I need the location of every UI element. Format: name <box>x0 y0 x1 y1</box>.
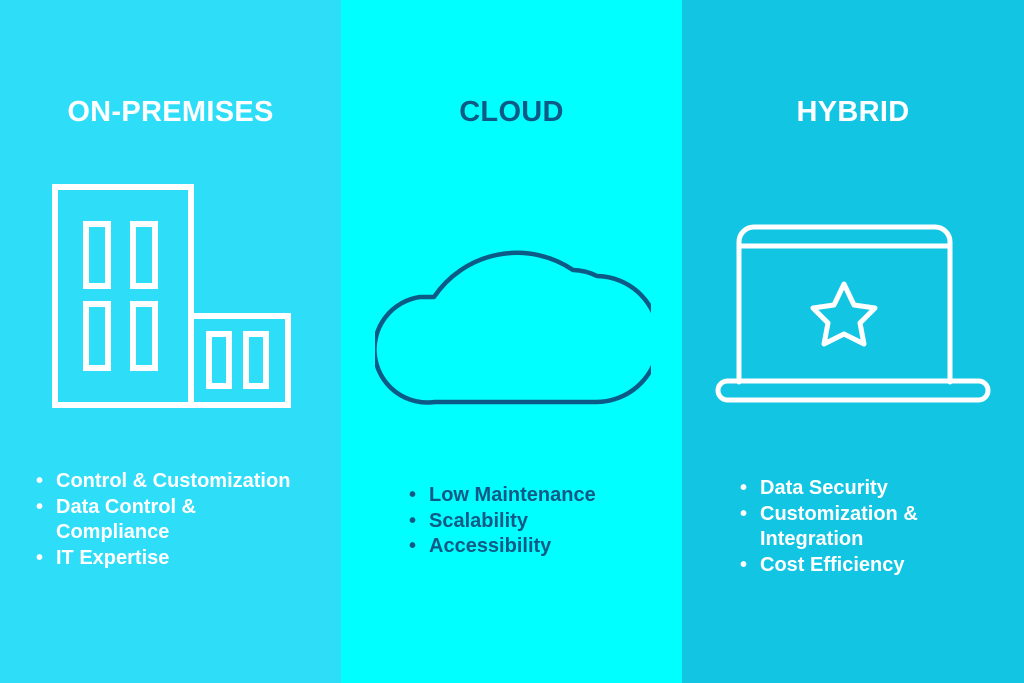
list-item: Data Security <box>738 476 960 502</box>
laptop-star-icon <box>715 224 991 403</box>
column-on-premises: ON-PREMISES Control & Customization Data… <box>0 0 341 683</box>
list-item: IT Expertise <box>34 546 290 572</box>
list-item: Customization & Integration <box>738 502 960 553</box>
list-item: Cost Efficiency <box>738 553 960 579</box>
list-item: Accessibility <box>407 534 596 560</box>
column-cloud: CLOUD Low Maintenance Scalability Access… <box>341 0 682 683</box>
column-hybrid: HYBRID Data Security Customization & Int… <box>682 0 1024 683</box>
list-item: Control & Customization <box>34 469 290 495</box>
feature-list: Low Maintenance Scalability Accessibilit… <box>407 483 596 560</box>
list-item: Scalability <box>407 509 596 535</box>
column-title: CLOUD <box>459 96 564 128</box>
feature-list: Control & Customization Data Control & C… <box>34 469 290 571</box>
column-title: ON-PREMISES <box>67 96 274 128</box>
list-item: Low Maintenance <box>407 483 596 509</box>
cloud-icon <box>375 250 651 405</box>
feature-list: Data Security Customization & Integratio… <box>738 476 960 578</box>
column-title: HYBRID <box>796 96 910 128</box>
building-icon <box>52 184 291 408</box>
list-item: Data Control & Compliance <box>34 495 246 546</box>
